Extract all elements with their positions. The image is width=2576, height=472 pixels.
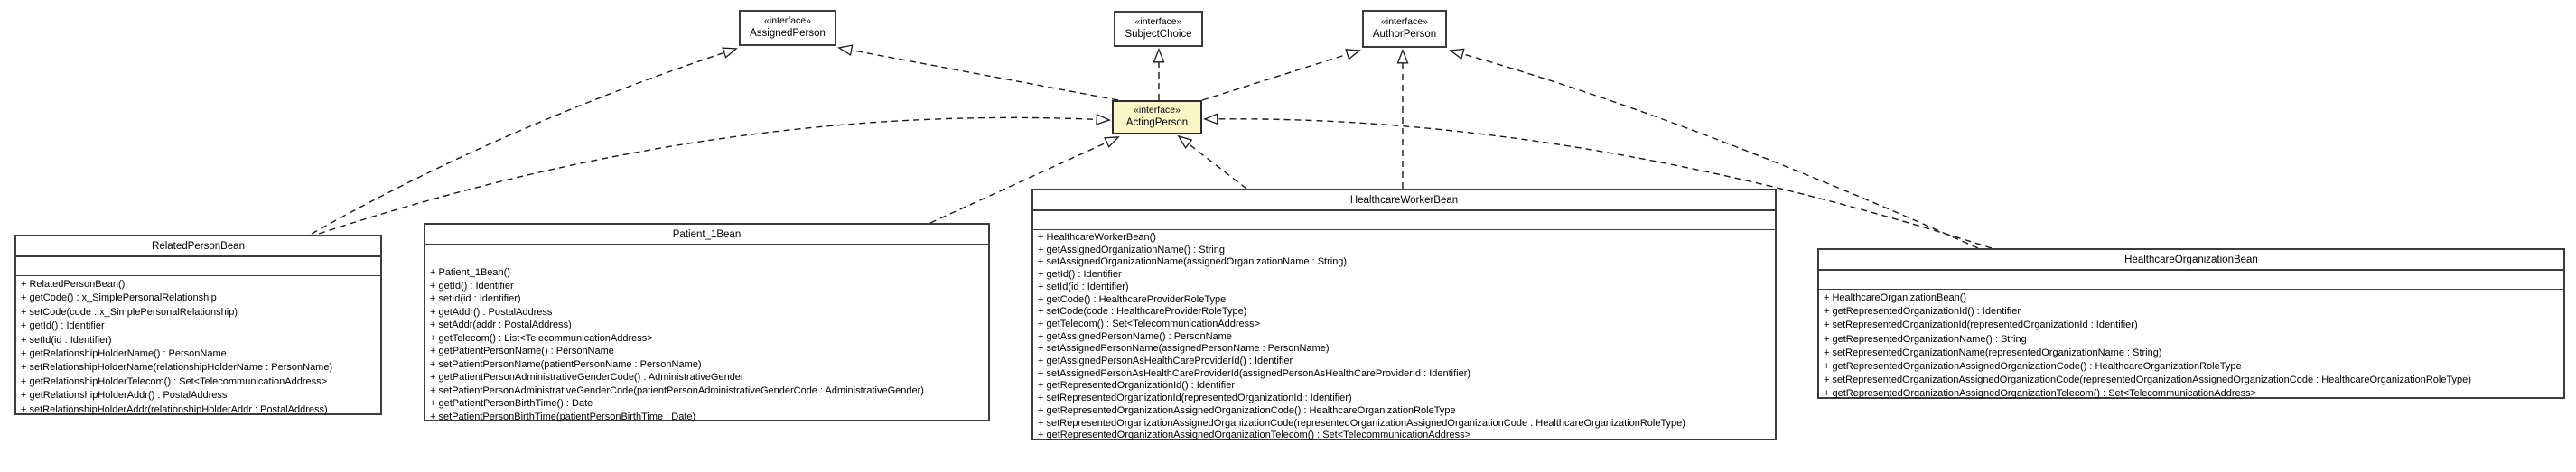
methods-compartment: + HealthcareWorkerBean()+ getAssignedOrg… xyxy=(1033,230,1775,442)
method-entry: + getAssignedPersonName() : PersonName xyxy=(1038,330,1232,342)
method-entry: + getAddr() : PostalAddress xyxy=(430,306,553,318)
class-name: RelatedPersonBean xyxy=(16,236,380,257)
method-entry: + getAssignedPersonAsHealthCareProviderI… xyxy=(1038,356,1293,367)
stereotype-label: «interface» xyxy=(1381,16,1428,28)
method-entry: + setRepresentedOrganizationAssignedOrga… xyxy=(1824,375,2471,386)
method-entry: + setPatientPersonName(patientPersonName… xyxy=(430,358,702,370)
method-entry: + getRelationshipHolderName() : PersonNa… xyxy=(21,348,227,360)
method-entry: + getTelecom() : List<TelecommunicationA… xyxy=(430,332,653,344)
method-entry: + setAssignedPersonAsHealthCareProviderI… xyxy=(1038,367,1471,379)
method-entry: + setAssignedOrganizationName(assignedOr… xyxy=(1038,256,1348,268)
method-entry: + setRepresentedOrganizationAssignedOrga… xyxy=(1038,417,1685,429)
method-entry: + Patient_1Bean() xyxy=(430,267,510,278)
method-entry: + setAssignedPersonName(assignedPersonNa… xyxy=(1038,343,1330,355)
method-entry: + setId(id : Identifier) xyxy=(430,293,521,304)
method-entry: + getRepresentedOrganizationId() : Ident… xyxy=(1038,380,1235,392)
method-entry: + setPatientPersonAdministrativeGenderCo… xyxy=(430,384,924,396)
class-name: Patient_1Bean xyxy=(425,225,988,245)
method-entry: + getRepresentedOrganizationAssignedOrga… xyxy=(1824,361,2242,373)
method-entry: + setCode(code : HealthcareProviderRoleT… xyxy=(1038,306,1247,318)
method-entry: + RelatedPersonBean() xyxy=(21,279,126,290)
edge-relatedpersonbean-actingperson xyxy=(318,113,1111,235)
method-entry: + getRepresentedOrganizationAssignedOrga… xyxy=(1038,404,1456,416)
method-entry: + getAssignedOrganizationName() : String xyxy=(1038,244,1225,255)
interface-name: ActingPerson xyxy=(1125,117,1189,129)
methods-compartment: + HealthcareOrganizationBean() + getRepre… xyxy=(1819,290,2563,402)
edge-healthcareorganizationbean-actingperson xyxy=(1203,113,1993,249)
attributes-compartment xyxy=(16,257,380,276)
method-entry: + HealthcareOrganizationBean() xyxy=(1824,292,1967,303)
edge-healthcareworkerbean-actingperson xyxy=(1177,134,1247,190)
interface-name: SubjectChoice xyxy=(1125,29,1192,41)
class-box-relatedpersonbean[interactable]: RelatedPersonBean + RelatedPersonBean()+… xyxy=(14,235,382,415)
method-entry: + setRepresentedOrganizationName(represe… xyxy=(1824,347,2162,358)
method-entry: + getId() : Identifier xyxy=(430,280,514,292)
interface-box-assignedperson[interactable]: «interface» AssignedPerson xyxy=(739,10,836,46)
method-entry: + getRepresentedOrganizationName() : Str… xyxy=(1824,333,2027,345)
interface-name: AssignedPerson xyxy=(750,28,826,40)
method-entry: + setId(id : Identifier) xyxy=(1038,281,1129,292)
class-box-patient1bean[interactable]: Patient_1Bean + Patient_1Bean() + getId()… xyxy=(424,223,990,423)
stereotype-label: «interface» xyxy=(1134,105,1181,116)
method-entry: + getId() : Identifier xyxy=(1038,269,1122,281)
class-box-healthcareorganizationbean[interactable]: HealthcareOrganizationBean + HealthcareO… xyxy=(1817,248,2565,399)
stereotype-label: «interface» xyxy=(1134,16,1182,28)
edge-healthcareorganizationbean-authorperson xyxy=(1449,48,1979,249)
edge-actingperson-authorperson xyxy=(1201,49,1361,101)
method-entry: + getRelationshipHolderTelecom() : Set<T… xyxy=(21,375,328,387)
attributes-compartment xyxy=(425,245,988,264)
method-entry: + setRelationshipHolderName(relationship… xyxy=(21,362,333,374)
method-entry: + setAddr(addr : PostalAddress) xyxy=(430,319,572,330)
method-entry: + getPatientPersonBirthTime() : Date xyxy=(430,398,593,409)
class-name: HealthcareWorkerBean xyxy=(1033,190,1775,211)
method-entry: + getTelecom() : Set<TelecommunicationAd… xyxy=(1038,318,1261,329)
method-entry: + setRelationshipHolderAddr(relationship… xyxy=(21,403,328,415)
edge-patient1bean-actingperson xyxy=(929,136,1120,224)
class-box-healthcareworkerbean[interactable]: HealthcareWorkerBean + HealthcareWorkerB… xyxy=(1031,189,1777,440)
method-entry: + getId() : Identifier xyxy=(21,320,105,332)
method-entry: + getRelationshipHolderAddr() : PostalAd… xyxy=(21,390,228,402)
edge-relatedpersonbean-assignedperson xyxy=(311,47,738,235)
method-entry: + getPatientPersonName() : PersonName xyxy=(430,346,614,356)
attributes-compartment xyxy=(1033,211,1775,230)
method-entry: + HealthcareWorkerBean() xyxy=(1038,232,1156,243)
method-entry: + setId(id : Identifier) xyxy=(21,334,112,346)
method-entry: + getPatientPersonAdministrativeGenderCo… xyxy=(430,372,744,383)
stereotype-label: «interface» xyxy=(764,15,811,27)
method-entry: + setCode(code : x_SimplePersonalRelatio… xyxy=(21,306,238,318)
method-entry: + getRepresentedOrganizationAssignedOrga… xyxy=(1038,430,1471,441)
method-entry: + setRepresentedOrganizationId(represent… xyxy=(1038,393,1352,404)
edge-actingperson-assignedperson xyxy=(837,44,1119,101)
method-entry: + getRepresentedOrganizationAssignedOrga… xyxy=(1824,388,2257,400)
interface-box-subjectchoice[interactable]: «interface» SubjectChoice xyxy=(1114,11,1203,47)
interface-box-authorperson[interactable]: «interface» AuthorPerson xyxy=(1362,10,1447,48)
methods-compartment: + Patient_1Bean()+ getId() : Identifier+… xyxy=(425,264,988,423)
method-entry: + getCode() : x_SimplePersonalRelationsh… xyxy=(21,292,217,304)
method-entry: + getCode() : HealthcareProviderRoleType xyxy=(1038,293,1227,305)
interface-box-actingperson[interactable]: «interface» ActingPerson xyxy=(1112,100,1202,134)
interface-name: AuthorPerson xyxy=(1372,29,1437,41)
method-entry: + setRepresentedOrganizationId(represent… xyxy=(1824,319,2138,331)
method-entry: + setPatientPersonBirthTime(patientPerso… xyxy=(430,411,696,422)
attributes-compartment xyxy=(1819,271,2563,290)
class-name: HealthcareOrganizationBean xyxy=(1819,250,2563,271)
method-entry: + getRepresentedOrganizationId() : Ident… xyxy=(1824,306,2021,318)
methods-compartment: + RelatedPersonBean() + getCode() : x_Sim… xyxy=(16,276,380,417)
